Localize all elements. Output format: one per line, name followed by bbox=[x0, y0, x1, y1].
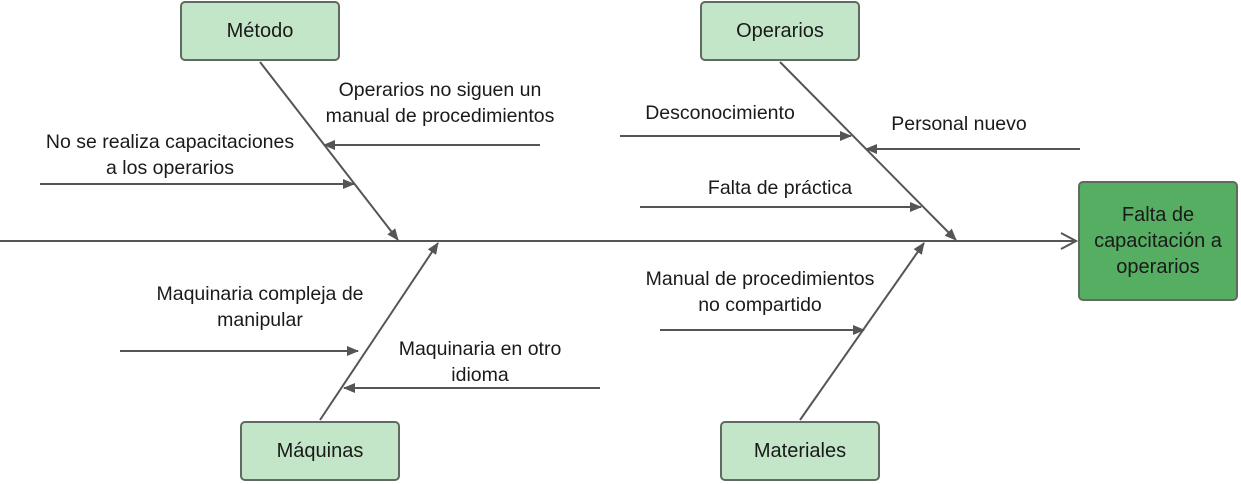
cause-manual-no-compartido-line1: Manual de procedimientos bbox=[645, 268, 875, 290]
effect-box: Falta de capacitación a operarios bbox=[1078, 181, 1238, 301]
cause-manual-no-compartido: Manual de procedimientos no compartido bbox=[646, 266, 875, 318]
category-operarios-label: Operarios bbox=[736, 20, 824, 42]
cause-operarios-no-siguen: Operarios no siguen un manual de procedi… bbox=[326, 77, 555, 129]
cause-manual-no-compartido-line2: no compartido bbox=[698, 294, 822, 316]
cause-no-capacitaciones-line2: a los operarios bbox=[106, 157, 234, 179]
cause-maquinaria-compleja-line2: manipular bbox=[217, 309, 303, 331]
bone-metodo bbox=[259, 61, 399, 241]
category-maquinas-label: Máquinas bbox=[276, 440, 364, 462]
cause-maquinaria-compleja: Maquinaria compleja de manipular bbox=[156, 281, 363, 333]
cause-maquinaria-idioma: Maquinaria en otro idioma bbox=[399, 336, 562, 388]
cause-operarios-no-siguen-line1: Operarios no siguen un bbox=[338, 79, 542, 101]
category-metodo-label: Método bbox=[226, 20, 294, 42]
category-metodo: Método bbox=[180, 1, 340, 61]
cause-desconocimiento: Desconocimiento bbox=[645, 100, 795, 126]
cause-maquinaria-compleja-line1: Maquinaria compleja de bbox=[156, 283, 364, 305]
cause-no-capacitaciones: No se realiza capacitaciones a los opera… bbox=[46, 129, 294, 181]
cause-no-capacitaciones-line1: No se realiza capacitaciones bbox=[45, 131, 295, 153]
bone-operarios bbox=[779, 61, 957, 241]
category-materiales: Materiales bbox=[720, 421, 880, 481]
cause-falta-practica: Falta de práctica bbox=[708, 175, 852, 201]
cause-maquinaria-idioma-line1: Maquinaria en otro bbox=[398, 338, 562, 360]
cause-personal-nuevo: Personal nuevo bbox=[891, 111, 1027, 137]
category-operarios: Operarios bbox=[700, 1, 860, 61]
cause-personal-nuevo-text: Personal nuevo bbox=[891, 113, 1027, 135]
category-maquinas: Máquinas bbox=[240, 421, 400, 481]
cause-operarios-no-siguen-line2: manual de procedimientos bbox=[325, 105, 555, 127]
cause-maquinaria-idioma-line2: idioma bbox=[451, 364, 509, 386]
cause-falta-practica-text: Falta de práctica bbox=[707, 177, 853, 199]
bone-maquinas bbox=[319, 242, 439, 421]
cause-desconocimiento-text: Desconocimiento bbox=[645, 102, 795, 124]
category-materiales-label: Materiales bbox=[753, 440, 847, 462]
effect-label: Falta de capacitación a operarios bbox=[1094, 204, 1222, 278]
